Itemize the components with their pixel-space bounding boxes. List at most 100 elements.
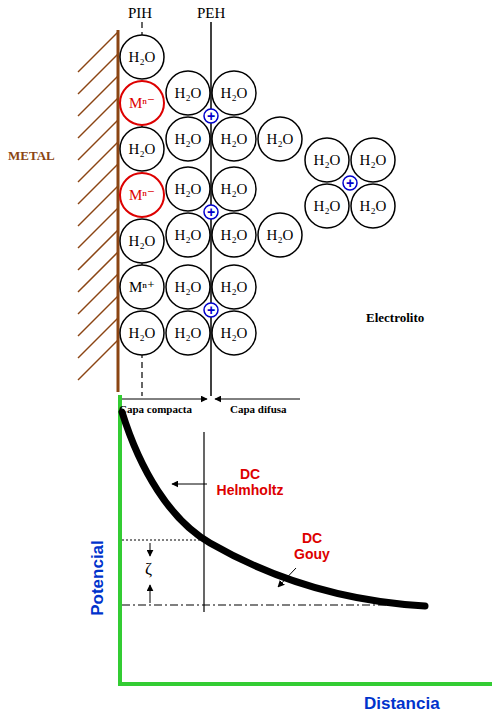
hatch-line (78, 120, 118, 160)
node-text: H₂O (175, 85, 202, 102)
diffuse-layer-arrow (215, 399, 300, 400)
layer-label: Capa difusa (230, 403, 287, 415)
axis-title: Potencial (88, 526, 108, 630)
circle-shape (258, 117, 302, 161)
circle-shape (258, 213, 302, 257)
zeta-arrow (150, 543, 151, 556)
water-molecule: H₂O (165, 166, 211, 212)
node-text: H₂O (175, 181, 202, 198)
water-molecule: H₂O (165, 310, 211, 356)
potential-curve (122, 412, 425, 606)
anion-circle: Mⁿ⁻ (119, 172, 165, 218)
circle-shape (212, 213, 256, 257)
circle-shape (166, 71, 210, 115)
axis-title: Distancia (364, 694, 440, 714)
hatch-line (78, 252, 118, 292)
metal-hatching (78, 32, 118, 380)
hatch-line (78, 318, 118, 358)
hydrated-cation: + (342, 175, 358, 191)
plane-label: PEH (197, 5, 225, 22)
circle-shape (166, 117, 210, 161)
circle-shape (305, 184, 349, 228)
circle-shape (166, 311, 210, 355)
water-molecule: H₂O (304, 183, 350, 229)
node-text: Mⁿ⁻ (129, 94, 155, 112)
bulk-level (122, 604, 420, 605)
leader-arrow (172, 484, 207, 485)
water-molecule: H₂O (165, 70, 211, 116)
circle-shape (166, 167, 210, 211)
circle-shape (351, 184, 395, 228)
water-molecule: H₂O (257, 116, 303, 162)
circle-shape (204, 109, 218, 123)
circle-shape (166, 213, 210, 257)
circle-shape (212, 71, 256, 115)
water-molecule: H₂O (211, 166, 257, 212)
circle-shape (351, 138, 395, 182)
node-text: H₂O (221, 325, 248, 342)
circle-shape (212, 117, 256, 161)
hydrated-cation: + (203, 108, 219, 124)
curve-label: DC Helmholtz (210, 466, 290, 498)
water-molecule: H₂O (211, 310, 257, 356)
circle-shape (204, 303, 218, 317)
node-text: H₂O (314, 152, 341, 169)
water-molecule: H₂O (257, 212, 303, 258)
circle-shape (120, 265, 164, 309)
hatch-line (78, 164, 118, 204)
hatch-line (78, 274, 118, 314)
node-text: H₂O (175, 325, 202, 342)
node-text: + (346, 175, 354, 191)
hatch-line (78, 340, 118, 380)
metal-surface (117, 30, 120, 392)
hatch-line (78, 208, 118, 248)
hatch-line (78, 98, 118, 138)
circle-shape (120, 311, 164, 355)
hatch-line (78, 230, 118, 270)
water-molecule: H₂O (165, 212, 211, 258)
water-molecule: H₂O (304, 137, 350, 183)
cation-circle: Mⁿ⁺ (119, 264, 165, 310)
circle-shape (212, 167, 256, 211)
node-text: Mⁿ⁻ (129, 186, 155, 204)
water-molecule: H₂O (211, 212, 257, 258)
electrolyte-label: Electrolito (366, 310, 424, 326)
peh-line-plot (203, 432, 204, 612)
layer-label: Capa compacta (119, 403, 192, 415)
hatch-line (78, 76, 118, 116)
hatch-line (78, 296, 118, 336)
water-molecule: H₂O (350, 183, 396, 229)
node-text: + (207, 108, 215, 124)
water-molecule: H₂O (119, 218, 165, 264)
zeta-arrow (150, 585, 151, 603)
node-text: H₂O (129, 233, 156, 250)
hydrated-cation: + (203, 302, 219, 318)
circle-shape (204, 205, 218, 219)
compact-layer-arrow (121, 399, 207, 400)
circle-shape (212, 265, 256, 309)
hatch-line (78, 186, 118, 226)
hatch-line (78, 32, 118, 72)
water-molecule: H₂O (350, 137, 396, 183)
water-molecule: H₂O (211, 264, 257, 310)
circle-shape (120, 219, 164, 263)
plane-label: PIH (128, 5, 152, 22)
node-text: H₂O (175, 279, 202, 296)
node-text: + (207, 204, 215, 220)
circle-shape (120, 127, 164, 171)
node-text: H₂O (267, 227, 294, 244)
node-text: H₂O (221, 181, 248, 198)
node-text: H₂O (267, 131, 294, 148)
water-molecule: H₂O (119, 126, 165, 172)
circle-shape (343, 176, 357, 190)
node-text: H₂O (175, 227, 202, 244)
zeta-level (122, 540, 204, 541)
node-text: H₂O (360, 152, 387, 169)
potential-axis (118, 395, 122, 686)
metal-label: METAL (8, 148, 55, 164)
node-text: H₂O (129, 141, 156, 158)
node-text: Mⁿ⁺ (129, 278, 155, 296)
circle-shape (120, 173, 164, 217)
water-molecule: H₂O (119, 34, 165, 80)
